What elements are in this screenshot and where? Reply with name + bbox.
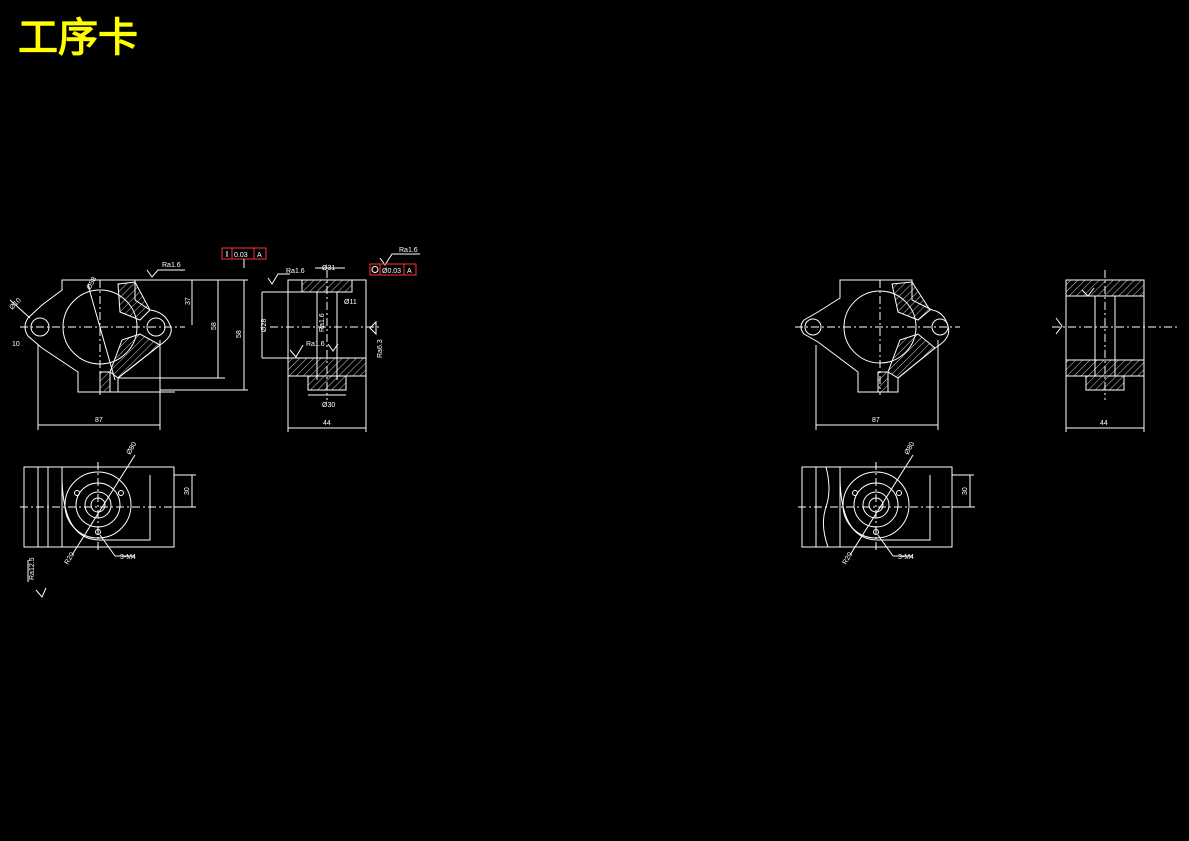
rt-dia: Ø80 [904,441,917,456]
rt-h: 30 [962,487,969,495]
ls-ra3: Ra1.6 [306,341,325,348]
lf-h3: 58 [236,330,243,338]
right-top-view [798,454,975,557]
left-side-dims: 44 Ø30 Ø31 Ø11 Ø28 Ra1.6 Ra1.6 Ra1.6 Ra1… [234,247,418,427]
left-side-view [221,247,420,432]
lt-dia: Ø80 [126,441,139,456]
ls-ra4: Ra1.6 [319,313,326,332]
left-front-view [9,269,248,430]
lf-h2: 58 [211,322,218,330]
left-top-view [20,454,196,598]
right-side-view [1052,270,1180,432]
lf-h1: 37 [185,297,192,305]
ls-tol2: Ø0.03 [382,268,401,275]
ls-left: Ø28 [261,319,268,332]
right-front-dims: 87 [872,417,880,424]
ls-top: Ø31 [322,265,335,272]
ls-mid: Ø11 [344,299,357,306]
ls-ra1: Ra1.6 [286,268,305,275]
lf-ra: Ra1.6 [162,262,181,269]
right-front-view [795,279,960,430]
lt-holes: 3-M4 [120,554,136,561]
ls-ra2: Ra1.6 [399,247,418,254]
rs-width: 44 [1100,420,1108,427]
rt-holes: 3-M4 [898,554,914,561]
rt-r: R20 [842,551,855,566]
lt-ra: Ra12.5 [29,557,36,580]
page-title: 工序卡 [18,14,138,61]
right-side-dims: 44 [1100,420,1108,427]
lt-r: R20 [64,551,77,566]
lf-width: 87 [95,417,103,424]
ls-tol1-ref: A [257,252,262,259]
lt-h: 30 [184,487,191,495]
lf-c2: 10 [12,341,20,348]
rf-width: 87 [872,417,880,424]
ls-tol1: 0.03 [234,252,248,259]
ls-tol2-ref: A [407,268,412,275]
ls-bottom: Ø30 [322,402,335,409]
ls-ra6: Ra6.3 [377,339,384,358]
ls-width: 44 [323,420,331,427]
lf-dia: Ø58 [86,276,99,291]
